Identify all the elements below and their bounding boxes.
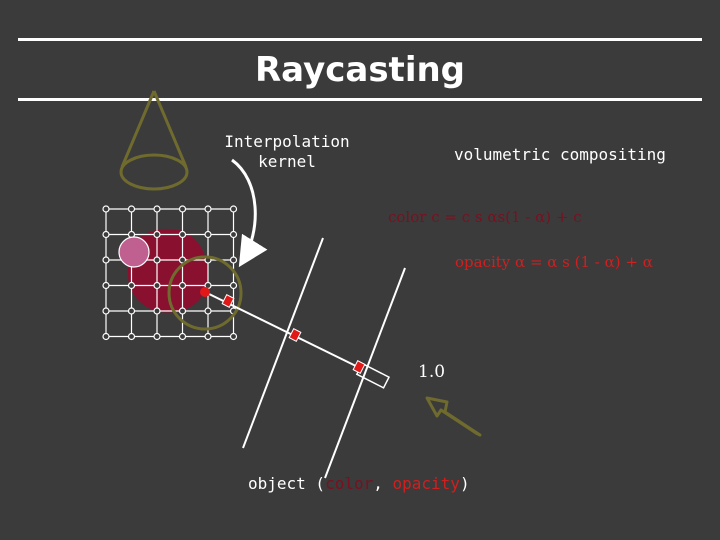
color-equation: color c = c s αs(1 - α) + c (388, 208, 582, 226)
top-rule (18, 38, 702, 41)
voxel-node (178, 332, 187, 341)
voxel-node (204, 307, 212, 315)
voxel-node (127, 332, 136, 341)
voxel-node (178, 307, 187, 315)
voxel-node (153, 230, 161, 239)
voxel-node (229, 281, 238, 290)
voxel-node (229, 256, 238, 264)
voxel-node (102, 256, 110, 264)
voxel-node (178, 205, 187, 213)
voxel-node (153, 205, 161, 213)
voxel-node (153, 332, 161, 341)
voxel-node (178, 230, 187, 239)
voxel-node (229, 205, 238, 213)
voxel-node (102, 281, 110, 290)
view-cone-icon (119, 90, 189, 191)
slice-line-1 (242, 237, 324, 449)
object-color-word: color (325, 474, 374, 493)
bottom-rule (18, 98, 702, 101)
voxel-node (127, 205, 136, 213)
voxel-node (229, 230, 238, 239)
voxel-node (204, 230, 212, 239)
sample-value-label: 1.0 (418, 362, 446, 382)
slide-title: Raycasting (254, 50, 466, 90)
voxel-grid (102, 205, 238, 341)
curved-arrow-icon (231, 158, 268, 268)
slice-line-2 (324, 267, 406, 479)
sample-marker-2 (288, 328, 302, 342)
voxel-node (127, 281, 136, 290)
object-label: object (color, opacity) (248, 474, 470, 493)
voxel-node (153, 281, 161, 290)
opacity-equation: opacity α = α s (1 - α) + α (455, 253, 653, 271)
compositing-label: volumetric compositing (454, 145, 666, 164)
sample-point (200, 287, 210, 297)
object-opacity-word: opacity (392, 474, 460, 493)
sample-marker-3 (352, 360, 366, 374)
voxel-node (102, 205, 110, 213)
voxel-node (153, 256, 161, 264)
kernel-circle (167, 255, 243, 331)
voxel-node (229, 332, 238, 341)
voxel-node (102, 332, 110, 341)
voxel-node (153, 307, 161, 315)
sample-highlight (118, 236, 150, 268)
direction-arrow-icon (425, 396, 482, 437)
object-suffix: ) (459, 474, 470, 493)
voxel-node (178, 281, 187, 290)
voxel-node (204, 332, 212, 341)
voxel-node (127, 307, 136, 315)
object-prefix: object ( (248, 474, 326, 493)
kernel-label: Interpolation kernel (224, 132, 350, 171)
voxel-node (204, 205, 212, 213)
sample-marker-1 (221, 294, 235, 308)
voxel-node (102, 307, 110, 315)
object-separator: , (373, 474, 393, 493)
voxel-node (102, 230, 110, 239)
